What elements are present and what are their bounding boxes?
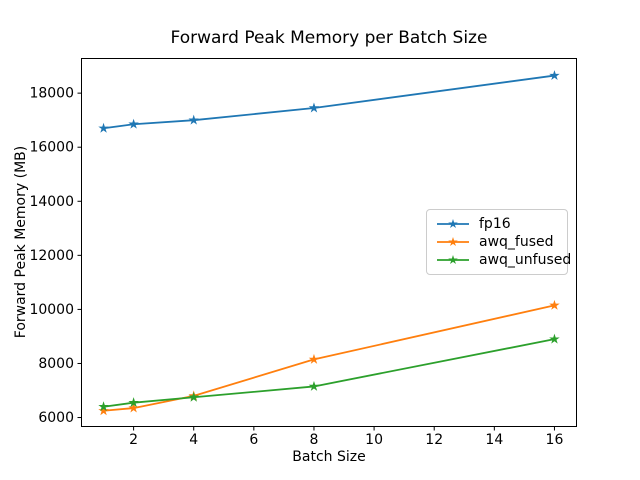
x-tick-label: 8 [310, 432, 319, 448]
legend-sample-star-icon [448, 219, 458, 229]
x-tick-label: 6 [249, 432, 258, 448]
x-tick-label: 12 [425, 432, 443, 448]
series-marker-awq_fused [98, 405, 109, 416]
legend-label: awq_fused [479, 234, 554, 250]
y-tick-label: 16000 [29, 140, 74, 156]
series-marker-fp16 [98, 122, 109, 133]
legend-line-sample-icon [437, 255, 469, 265]
legend: fp16 awq_fused awq_unfused [426, 209, 571, 275]
series-marker-fp16 [128, 118, 139, 129]
legend-label: fp16 [479, 216, 511, 232]
series-line-awq_unfused [102, 338, 556, 408]
legend-entry-awq_fused: awq_fused [436, 233, 558, 251]
series-marker-awq_unfused [308, 380, 320, 391]
series-marker-awq_fused [128, 402, 139, 413]
x-tick-label: 4 [189, 432, 198, 448]
x-tick-label: 16 [546, 432, 564, 448]
series-marker-awq_unfused [98, 401, 109, 412]
series-marker-fp16 [549, 70, 560, 81]
series-marker-fp16 [188, 114, 199, 125]
series-marker-awq_unfused [128, 397, 139, 408]
y-tick-label: 8000 [38, 356, 74, 372]
series-marker-fp16 [308, 102, 320, 113]
legend-sample-star-icon [448, 255, 458, 265]
legend-sample-star-icon [448, 237, 458, 247]
series-marker-awq_fused [549, 299, 560, 310]
legend-entry-awq_unfused: awq_unfused [436, 251, 571, 269]
series-marker-awq_fused [308, 353, 320, 364]
legend-line-sample-icon [437, 219, 469, 229]
series-line-awq_fused [102, 304, 556, 412]
series-marker-awq_unfused [549, 333, 560, 344]
x-axis-label: Batch Size [292, 449, 366, 465]
x-tick-label: 14 [485, 432, 503, 448]
legend-label: awq_unfused [479, 252, 572, 268]
y-tick-label: 18000 [29, 86, 74, 102]
legend-entry-fp16: fp16 [436, 215, 558, 233]
series-line-fp16 [102, 74, 556, 130]
series-marker-awq_unfused [188, 391, 199, 402]
y-tick-label: 10000 [29, 302, 74, 318]
y-tick-label: 12000 [29, 248, 74, 264]
y-tick-label: 14000 [29, 194, 74, 210]
x-tick-label: 10 [365, 432, 383, 448]
legend-line-sample-icon [437, 237, 469, 247]
x-tick-label: 2 [129, 432, 138, 448]
y-tick-label: 6000 [38, 410, 74, 426]
chart-title: Forward Peak Memory per Batch Size [170, 28, 488, 48]
axes-spines [81, 58, 577, 427]
